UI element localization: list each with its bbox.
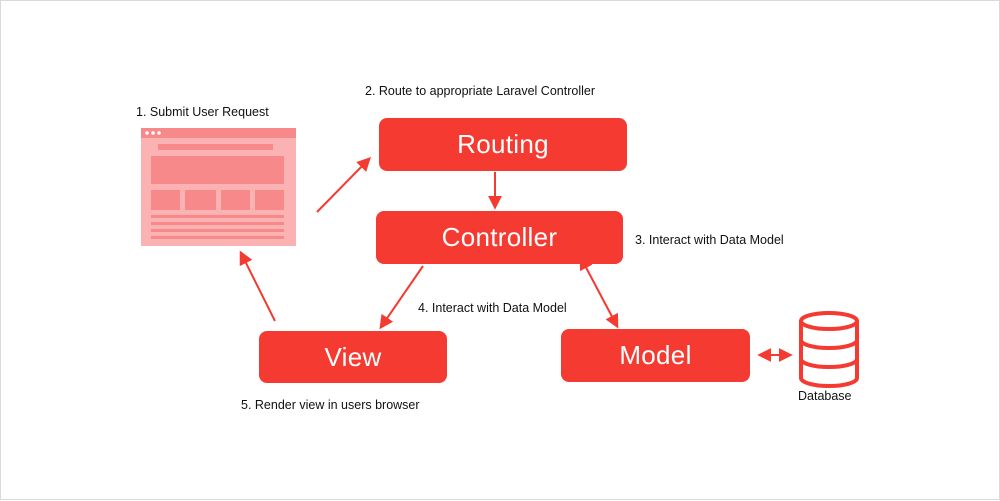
arrow-icon (379, 265, 424, 330)
browser-window-icon (141, 128, 296, 246)
arrow-icon (316, 157, 371, 213)
model-node-label: Model (619, 340, 692, 370)
step-route-label: 2. Route to appropriate Laravel Controll… (365, 84, 595, 98)
model-node: Model (561, 329, 750, 382)
step-interact-left-label: 4. Interact with Data Model (418, 301, 567, 315)
step-render-label: 5. Render view in users browser (241, 398, 420, 412)
view-node: View (259, 331, 447, 383)
arrow-icon (239, 250, 276, 322)
routing-node: Routing (379, 118, 627, 171)
controller-node-label: Controller (441, 222, 558, 252)
step-submit-request-label: 1. Submit User Request (136, 105, 269, 119)
database-icon (799, 311, 859, 388)
arrow-icon (579, 255, 619, 329)
controller-node: Controller (376, 211, 623, 264)
step-interact-right-label: 3. Interact with Data Model (635, 233, 784, 247)
database-label: Database (798, 389, 852, 403)
view-node-label: View (324, 341, 382, 372)
routing-node-label: Routing (457, 129, 549, 159)
